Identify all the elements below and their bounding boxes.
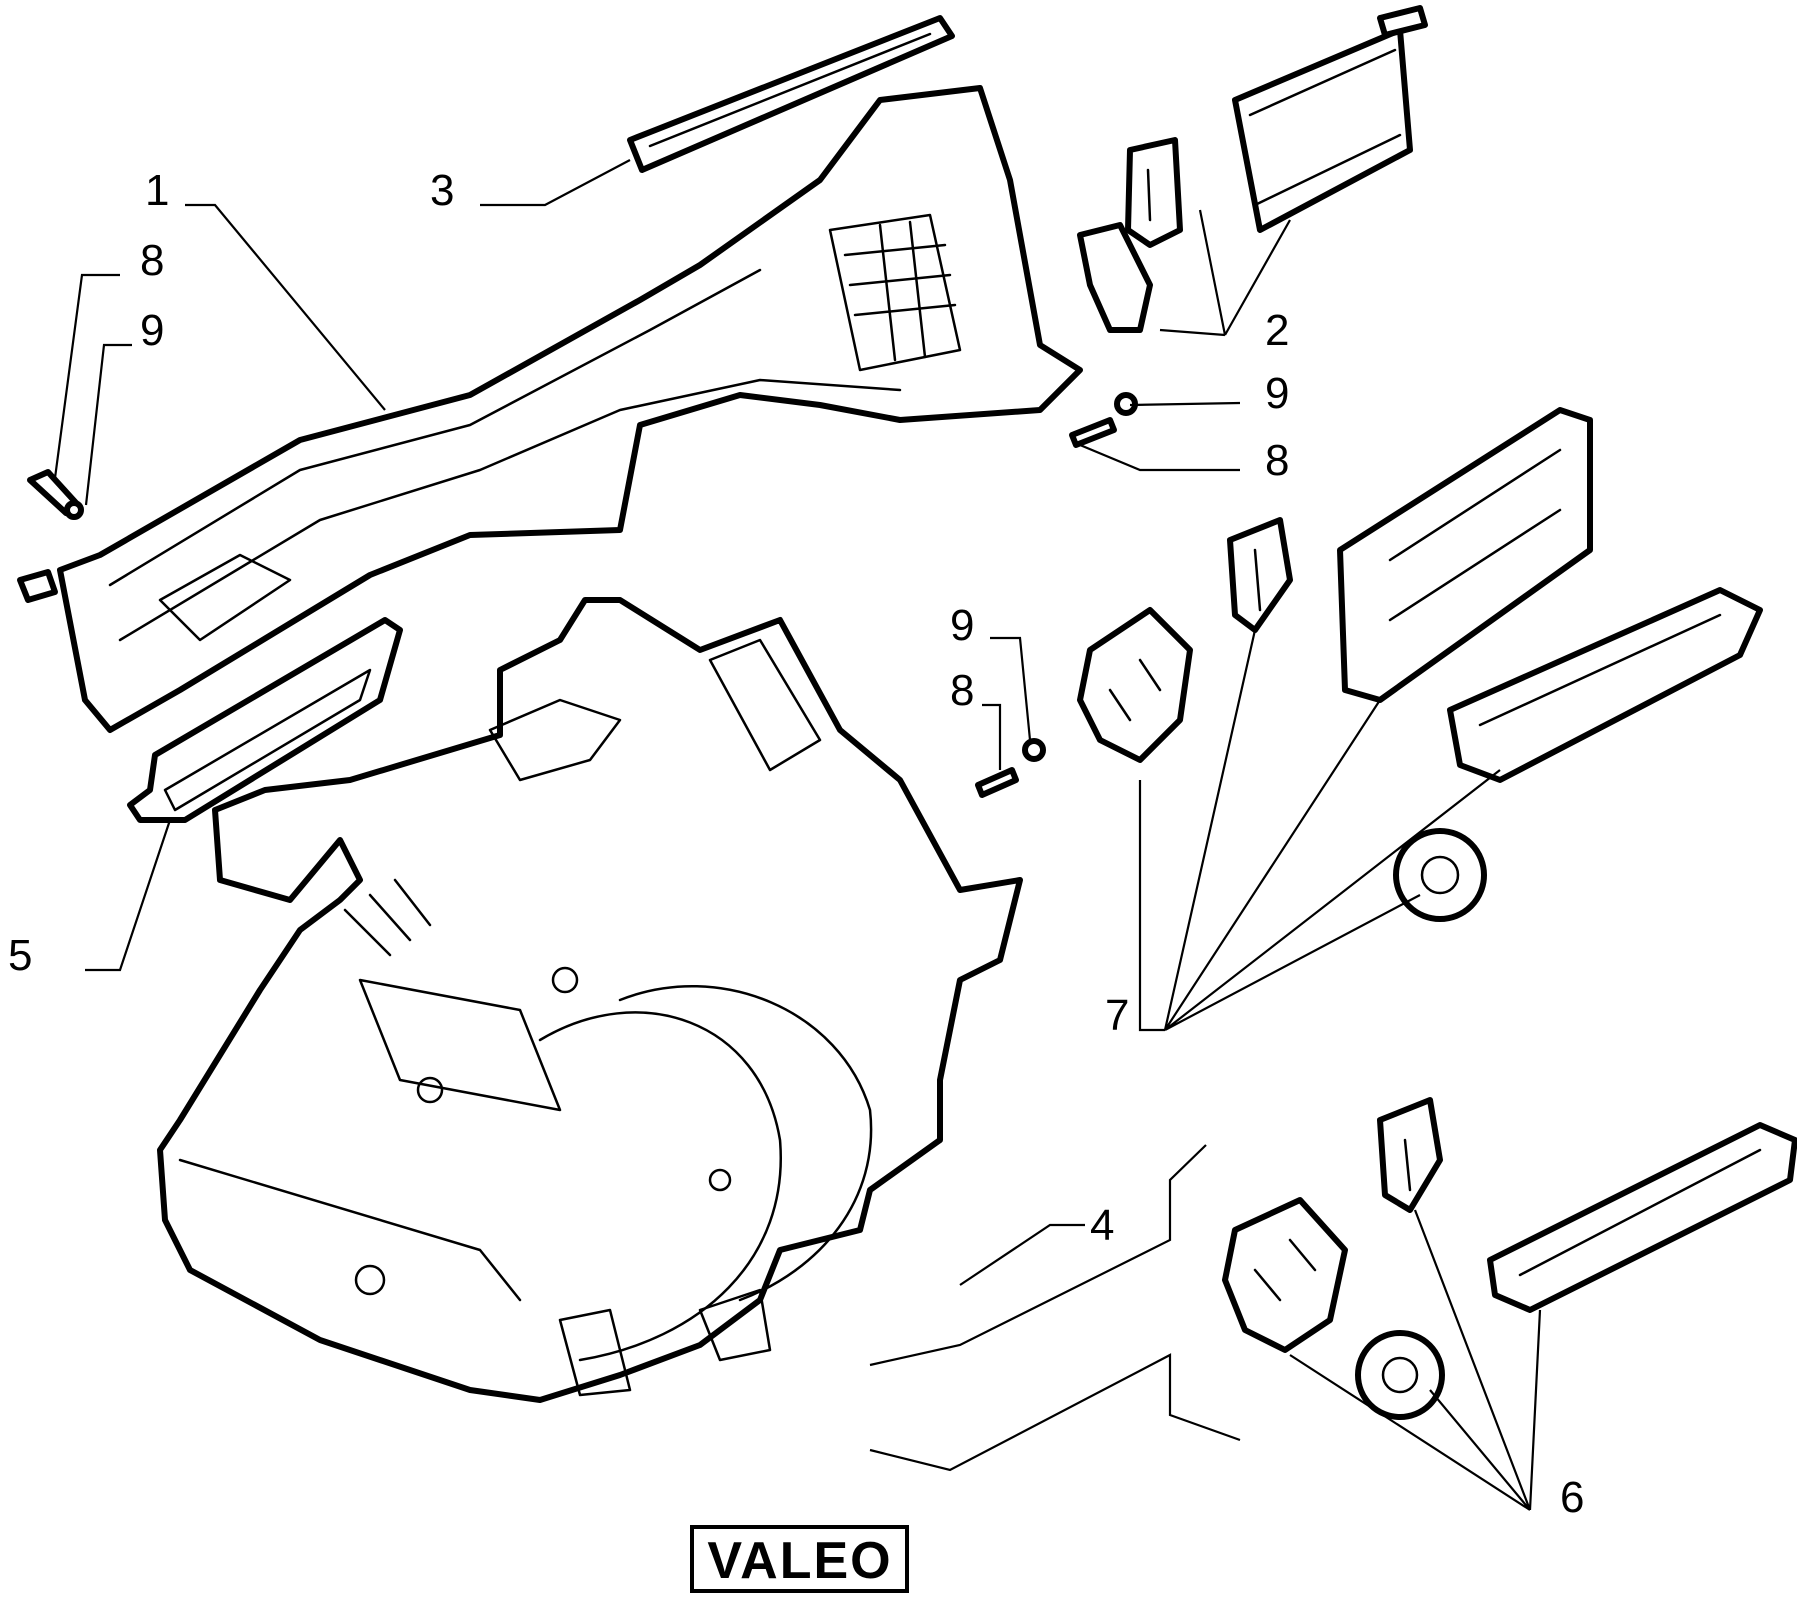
screw-washer-left	[27, 469, 84, 520]
callout-8-right: 8	[1265, 436, 1289, 485]
callout-3: 3	[430, 166, 454, 215]
callout-6: 6	[1560, 1473, 1584, 1522]
callout-9-left: 9	[140, 306, 164, 355]
callout-9-mid: 9	[950, 601, 974, 650]
brand-text: VALEO	[707, 1532, 892, 1590]
screw-washer-right	[1069, 392, 1138, 448]
callout-8-mid: 8	[950, 666, 974, 715]
callout-4: 4	[1090, 1201, 1114, 1250]
callout-8-left: 8	[140, 236, 164, 285]
callout-1: 1	[145, 166, 169, 215]
callout-9-right: 9	[1265, 369, 1289, 418]
brand-label: VALEO	[690, 1525, 909, 1593]
part-3-strip	[627, 15, 955, 173]
part-5-gasket	[127, 617, 403, 823]
part-7-flap-group	[1077, 407, 1763, 922]
callout-5: 5	[8, 931, 32, 980]
screw-washer-mid	[975, 738, 1046, 798]
part-2-heater-core	[1077, 5, 1428, 333]
leader-lines	[53, 159, 1542, 1511]
part-4-heater-housing	[157, 597, 1023, 1403]
callout-2: 2	[1265, 306, 1289, 355]
callout-7: 7	[1105, 991, 1129, 1040]
part-1-air-duct	[17, 85, 1083, 733]
part-6-flap-group	[1222, 1097, 1797, 1420]
